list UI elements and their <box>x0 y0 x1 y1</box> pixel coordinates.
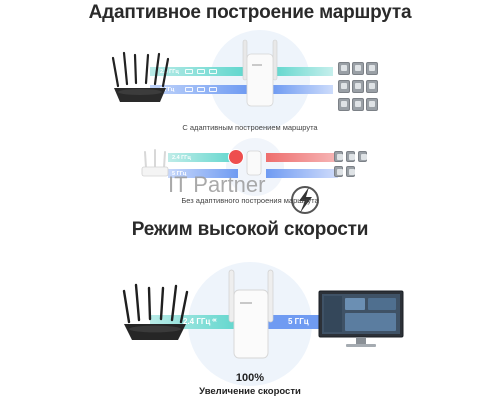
watermark-logo-icon <box>291 186 319 214</box>
speed-percent: 100% <box>235 372 265 384</box>
range-extender-small-icon <box>246 150 262 176</box>
router-white-icon <box>141 149 169 177</box>
band-bottom-24-label: 2.4 ГГц <box>183 317 211 326</box>
band-bottom-5 <box>260 315 322 329</box>
packet-icon <box>209 87 217 92</box>
device-icon <box>338 80 350 93</box>
packet-icon <box>185 69 193 74</box>
device-icon <box>366 80 378 93</box>
band-top-5-glyphs <box>185 85 217 94</box>
chevrons-left-icon: ‹‹‹ <box>212 317 217 324</box>
band-mid-24-label: 2.4 ГГц <box>172 154 191 161</box>
conflict-icon <box>228 149 244 165</box>
device-icon <box>346 151 355 162</box>
band-mid-5-left <box>168 169 238 178</box>
device-icon <box>366 98 378 111</box>
monitor-icon <box>318 290 404 347</box>
caption-without-adaptive: Без адаптивного построения маршрута <box>181 196 319 205</box>
range-extender-large-icon <box>228 269 274 359</box>
device-icon <box>334 151 343 162</box>
band-top-24-label: 2.4 ГГц <box>160 68 179 75</box>
packet-icon <box>197 87 205 92</box>
device-icon <box>352 80 364 93</box>
band-bottom-5-label: 5 ГГц <box>288 317 309 326</box>
band-top-24-left <box>150 67 247 76</box>
band-top-5-left <box>150 85 247 94</box>
band-top-24-glyphs <box>185 67 217 76</box>
range-extender-icon <box>242 39 278 107</box>
device-icon <box>352 62 364 75</box>
router-large-icon <box>122 283 189 340</box>
packet-icon <box>185 87 193 92</box>
router-icon <box>111 51 170 102</box>
device-icon <box>338 98 350 111</box>
band-mid-5-label: 5 ГГц <box>172 170 187 177</box>
device-icon <box>346 166 355 177</box>
device-icon <box>366 62 378 75</box>
heading-high-speed: Режим высокой скорости <box>131 219 369 240</box>
speed-label: Увеличение скорости <box>199 386 301 397</box>
device-icon <box>358 151 367 162</box>
watermark-text: IT Partner <box>168 172 266 197</box>
band-top-24-right <box>273 67 333 76</box>
caption-with-adaptive: С адаптивным построением маршрута <box>182 123 318 132</box>
band-mid-24-left <box>168 153 238 162</box>
band-mid-red-right <box>266 153 338 162</box>
band-mid-5-right <box>266 169 338 178</box>
heading-adaptive-routing: Адаптивное построение маршрута <box>88 2 412 23</box>
device-icon <box>352 98 364 111</box>
device-icon <box>334 166 343 177</box>
packet-icon <box>197 69 205 74</box>
band-top-5-label: 5 ГГц <box>160 86 175 93</box>
device-icon <box>338 62 350 75</box>
band-top-5-right <box>273 85 333 94</box>
packet-icon <box>209 69 217 74</box>
